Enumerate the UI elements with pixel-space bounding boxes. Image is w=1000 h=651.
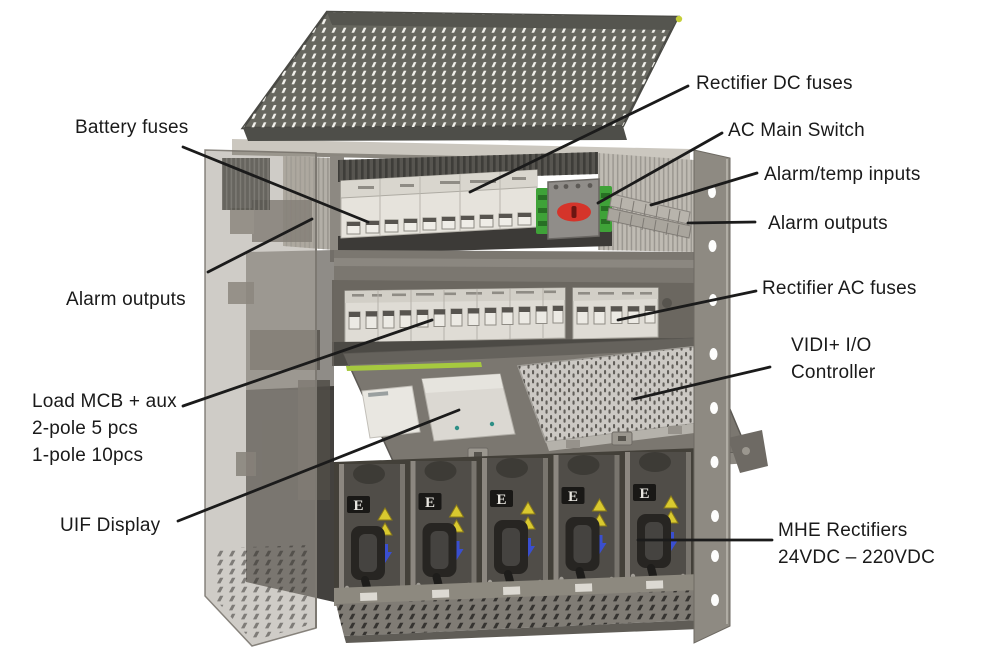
annotation-load-mcb-line1: Load MCB + aux <box>32 391 177 412</box>
annotation-vidi-line2: Controller <box>791 362 876 383</box>
uif-display-box <box>421 373 516 442</box>
breaker-toggles <box>346 212 532 235</box>
annotation-mhe-rectifiers: MHE Rectifiers 24VDC – 220VDC <box>778 517 935 571</box>
id-card <box>361 385 421 439</box>
leader-rectifier-dc-fuses <box>468 84 690 194</box>
annotation-alarm-outputs-left: Alarm outputs <box>66 289 186 310</box>
annotation-alarm-temp-inputs: Alarm/temp inputs <box>764 164 921 185</box>
leader-uif-display <box>176 408 461 523</box>
mid-panel <box>334 250 694 286</box>
leader-rectifier-ac-fuses <box>616 289 758 322</box>
annotation-load-mcb: Load MCB + aux 2-pole 5 pcs 1-pole 10pcs <box>32 388 177 469</box>
annotation-mhe-line2: 24VDC – 220VDC <box>778 547 935 568</box>
annotation-uif-display: UIF Display <box>60 515 161 536</box>
label-strip-markings <box>358 177 526 189</box>
annotation-battery-fuses: Battery fuses <box>75 117 189 138</box>
leader-alarm-outputs-left <box>206 217 314 274</box>
left-side-assembly <box>204 149 334 647</box>
annotation-load-mcb-line2: 2-pole 5 pcs <box>32 418 138 439</box>
leader-lines <box>176 84 774 542</box>
annotation-alarm-outputs-right: Alarm outputs <box>768 213 888 234</box>
leader-vidi-controller <box>632 365 772 401</box>
leader-alarm-temp-inputs <box>649 171 759 207</box>
alarm-terminal-strips <box>606 193 692 239</box>
perforated-lid <box>240 10 683 141</box>
annotation-load-mcb-line3: 1-pole 10pcs <box>32 445 144 466</box>
annotation-rectifier-ac-fuses: Rectifier AC fuses <box>762 278 917 299</box>
rectifier-bay <box>334 448 700 643</box>
ac-main-switch-assembly <box>536 178 612 240</box>
leader-load-mcb <box>181 318 434 408</box>
leader-ac-main-switch <box>596 131 724 205</box>
annotation-vidi-controller: VIDI+ I/O Controller <box>791 332 875 386</box>
vidi-controller-box <box>516 345 727 451</box>
leader-alarm-outputs-right <box>686 220 757 225</box>
lid-corner-latch <box>675 15 683 23</box>
annotation-ac-main-switch: AC Main Switch <box>728 120 865 141</box>
side-panel <box>204 149 317 647</box>
lime-accent-strip <box>346 362 482 371</box>
breaker-row-dc <box>338 169 612 254</box>
breaker-label-strip <box>341 170 537 198</box>
leader-battery-fuses <box>181 145 370 224</box>
annotation-rectifier-dc-fuses: Rectifier DC fuses <box>696 73 853 94</box>
annotation-mhe-line1: MHE Rectifiers <box>778 520 908 541</box>
breaker-toggles <box>348 305 564 330</box>
annotation-vidi-line1: VIDI+ I/O <box>791 335 872 356</box>
controller-tray <box>342 337 768 490</box>
